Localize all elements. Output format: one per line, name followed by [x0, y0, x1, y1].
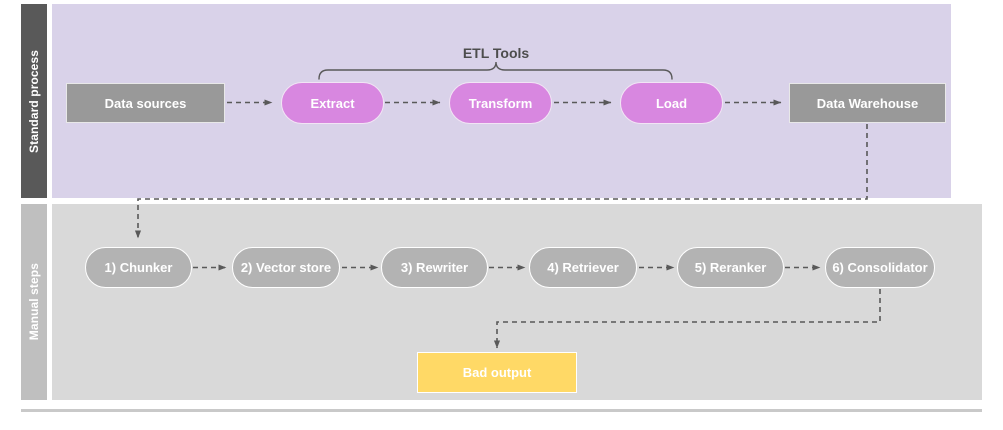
node-rewriter[interactable]: 3) Rewriter	[381, 247, 488, 288]
node-data-sources[interactable]: Data sources	[66, 83, 225, 123]
etl-tools-label: ETL Tools	[462, 45, 530, 61]
bottom-divider-rule	[21, 409, 982, 412]
lane-label-standard-process: Standard process	[21, 4, 47, 198]
node-bad-output[interactable]: Bad output	[417, 352, 577, 393]
node-consolidator[interactable]: 6) Consolidator	[825, 247, 935, 288]
node-retriever[interactable]: 4) Retriever	[529, 247, 637, 288]
lane-label-manual-steps: Manual steps	[21, 204, 47, 400]
node-vector-store[interactable]: 2) Vector store	[232, 247, 340, 288]
node-transform[interactable]: Transform	[449, 82, 552, 124]
node-reranker[interactable]: 5) Reranker	[677, 247, 784, 288]
node-extract[interactable]: Extract	[281, 82, 384, 124]
node-chunker[interactable]: 1) Chunker	[85, 247, 192, 288]
path-consolidator-to-bad-output	[493, 289, 881, 349]
etl-tools-brace	[318, 61, 673, 80]
node-data-warehouse[interactable]: Data Warehouse	[789, 83, 946, 123]
path-warehouse-to-chunker	[134, 124, 868, 239]
node-load[interactable]: Load	[620, 82, 723, 124]
